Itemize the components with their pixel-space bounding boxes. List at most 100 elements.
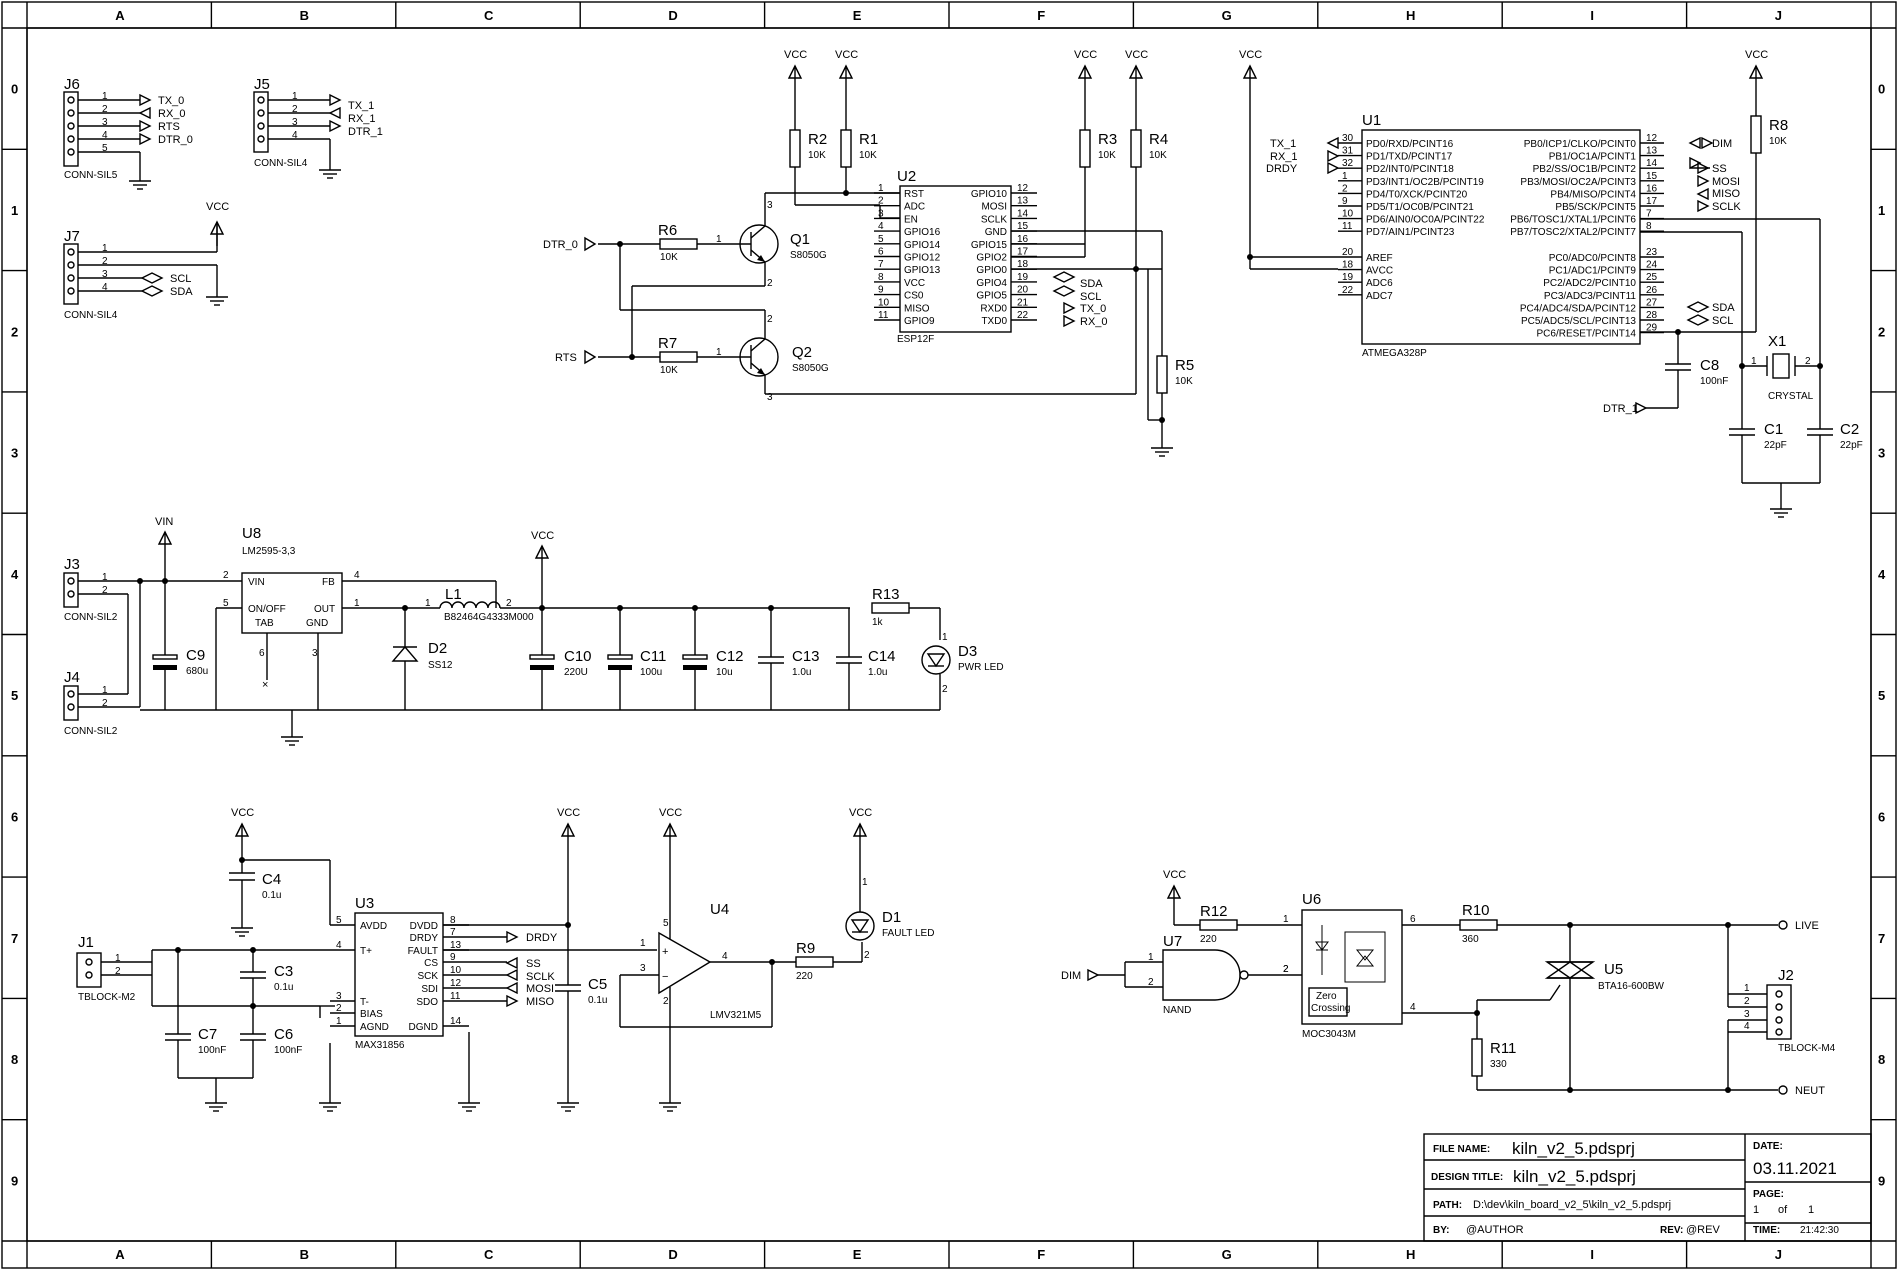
- U2-net-sda: SDA: [1080, 278, 1103, 290]
- U2-pin-name: RST: [904, 189, 924, 200]
- U1-pin-number: 26: [1646, 285, 1658, 296]
- U2-pin-name: CS0: [904, 291, 924, 302]
- U8-pin-fb: FB: [322, 577, 335, 588]
- U2-pin-number: 1: [878, 183, 884, 194]
- R3-value: 10K: [1098, 150, 1116, 161]
- U2-pin-name: GPIO13: [904, 265, 941, 276]
- U2-pin-number: 3: [878, 208, 884, 219]
- U2-pin-name: ADC: [904, 202, 925, 213]
- U2-pin-name: GPIO2: [976, 253, 1007, 264]
- U2-pin-number: 21: [1017, 297, 1029, 308]
- U2-pin-name: GPIO9: [904, 316, 935, 327]
- U2-pin-number: 7: [878, 259, 884, 270]
- C2-value: 22pF: [1840, 440, 1863, 451]
- svg-text:+: +: [662, 946, 668, 958]
- U3-pin-name: CS: [424, 958, 438, 969]
- J5-net-dtr1: DTR_1: [348, 126, 383, 138]
- Q2-pin3: 3: [767, 392, 773, 403]
- tb-design-title: kiln_v2_5.pdsprj: [1513, 1167, 1636, 1186]
- J5-pin2: 2: [292, 104, 298, 115]
- power-section: J3 CONN-SIL2 1 2 J4 CONN-SIL2 1 2 VIN C9…: [63, 516, 1004, 746]
- col-label-bottom: B: [300, 1247, 309, 1262]
- J6-net-dtr0: DTR_0: [158, 134, 193, 146]
- col-label-bottom: A: [115, 1247, 125, 1262]
- R7-ref: R7: [658, 335, 677, 352]
- R2-value: 10K: [808, 150, 826, 161]
- L1-pin2: 2: [506, 598, 512, 609]
- row-label-left: 1: [11, 203, 18, 218]
- U3-pin-number: 12: [450, 978, 462, 989]
- tb-page-label: PAGE:: [1753, 1189, 1784, 1200]
- J5-net-rx1: RX_1: [348, 113, 376, 125]
- J5-value: CONN-SIL4: [254, 158, 308, 169]
- U1-pin-number: 29: [1646, 323, 1658, 334]
- U6-pin1: 1: [1283, 914, 1289, 925]
- U3-pin-number: 13: [450, 940, 462, 951]
- R9-ref: R9: [796, 940, 815, 957]
- U1-pin-name: PB5/SCK/PCINT5: [1555, 202, 1636, 213]
- U7-out-pin: 2: [1283, 964, 1289, 975]
- U1-pin-number: 2: [1342, 183, 1348, 194]
- U1-net-sclk: SCLK: [1712, 201, 1741, 213]
- U3-pin-number: 10: [450, 965, 462, 976]
- U1-pin-number: 16: [1646, 183, 1658, 194]
- L1-value: B82464G4333M000: [444, 612, 534, 623]
- U1-net-ss: SS: [1712, 163, 1727, 175]
- Q2-ref: Q2: [792, 344, 812, 361]
- U1-pin-number: 20: [1342, 247, 1354, 258]
- U4-value: LMV321M5: [710, 1010, 762, 1021]
- J1-pin1: 1: [115, 953, 121, 964]
- J2-pin1: 1: [1744, 983, 1750, 994]
- Q1-value: S8050G: [790, 250, 827, 261]
- row-label-left: 0: [11, 82, 18, 97]
- vcc-label-r8: VCC: [1745, 49, 1768, 61]
- tb-design-title-label: DESIGN TITLE:: [1431, 1172, 1503, 1183]
- svg-text:−: −: [662, 971, 668, 983]
- D2-value: SS12: [428, 660, 453, 671]
- U3-pin-number: 7: [450, 927, 456, 938]
- col-label-bottom: H: [1406, 1247, 1415, 1262]
- U1-net-drdy: DRDY: [1266, 163, 1298, 175]
- U3-pin-name: DVDD: [410, 921, 438, 932]
- J3-pin2: 2: [102, 585, 108, 596]
- U3-pin-name: FAULT: [408, 946, 438, 957]
- U3-value: MAX31856: [355, 1040, 405, 1051]
- col-label-bottom: E: [853, 1247, 862, 1262]
- U1-pin-name: PC6/RESET/PCINT14: [1537, 329, 1637, 340]
- X1-pin1: 1: [1751, 356, 1757, 367]
- U1-pin-name: PC5/ADC5/SCL/PCINT13: [1521, 316, 1636, 327]
- J6-net-tx0: TX_0: [158, 95, 184, 107]
- X1-pin2: 2: [1805, 356, 1811, 367]
- U4-pin4: 4: [722, 951, 728, 962]
- U1-pin-number: 31: [1342, 146, 1354, 157]
- U1-pin-name: PD0/RXD/PCINT16: [1366, 139, 1454, 150]
- U2-ref: U2: [897, 168, 916, 185]
- U1-pin-number: 19: [1342, 272, 1354, 283]
- C1-ref: C1: [1764, 421, 1783, 438]
- J5-connector: J5 CONN-SIL4 1 2 3 4 TX_1 RX_1 DTR_1: [253, 76, 383, 179]
- U1-pin-number: 15: [1646, 171, 1658, 182]
- J7-pin1: 1: [102, 243, 108, 254]
- D1-pin2: 2: [864, 950, 870, 961]
- R12-value: 220: [1200, 934, 1217, 945]
- J6-pin3: 3: [102, 117, 108, 128]
- C7-ref: C7: [198, 1026, 217, 1043]
- U8-pin5: 5: [223, 598, 229, 609]
- U3-net-mosi: MOSI: [526, 983, 554, 995]
- J2-value: TBLOCK-M4: [1778, 1043, 1836, 1054]
- U2-pin-name: TXD0: [981, 316, 1007, 327]
- J2-pin4: 4: [1744, 1021, 1750, 1032]
- U2-pin-number: 19: [1017, 272, 1029, 283]
- row-label-right: 4: [1878, 567, 1886, 582]
- U2-pin-number: 14: [1017, 208, 1029, 219]
- tb-by: @AUTHOR: [1466, 1224, 1524, 1236]
- U3-pin-name: SCK: [417, 971, 438, 982]
- dtr1-label: DTR_1: [1603, 403, 1638, 415]
- U2-pin-name: RXD0: [980, 303, 1007, 314]
- U3-pin-number: 3: [336, 991, 342, 1002]
- row-label-left: 3: [11, 446, 18, 461]
- col-label-top: C: [484, 8, 494, 23]
- row-label-right: 1: [1878, 203, 1885, 218]
- U2-pin-name: GND: [985, 227, 1007, 238]
- U1-pin-number: 30: [1342, 133, 1354, 144]
